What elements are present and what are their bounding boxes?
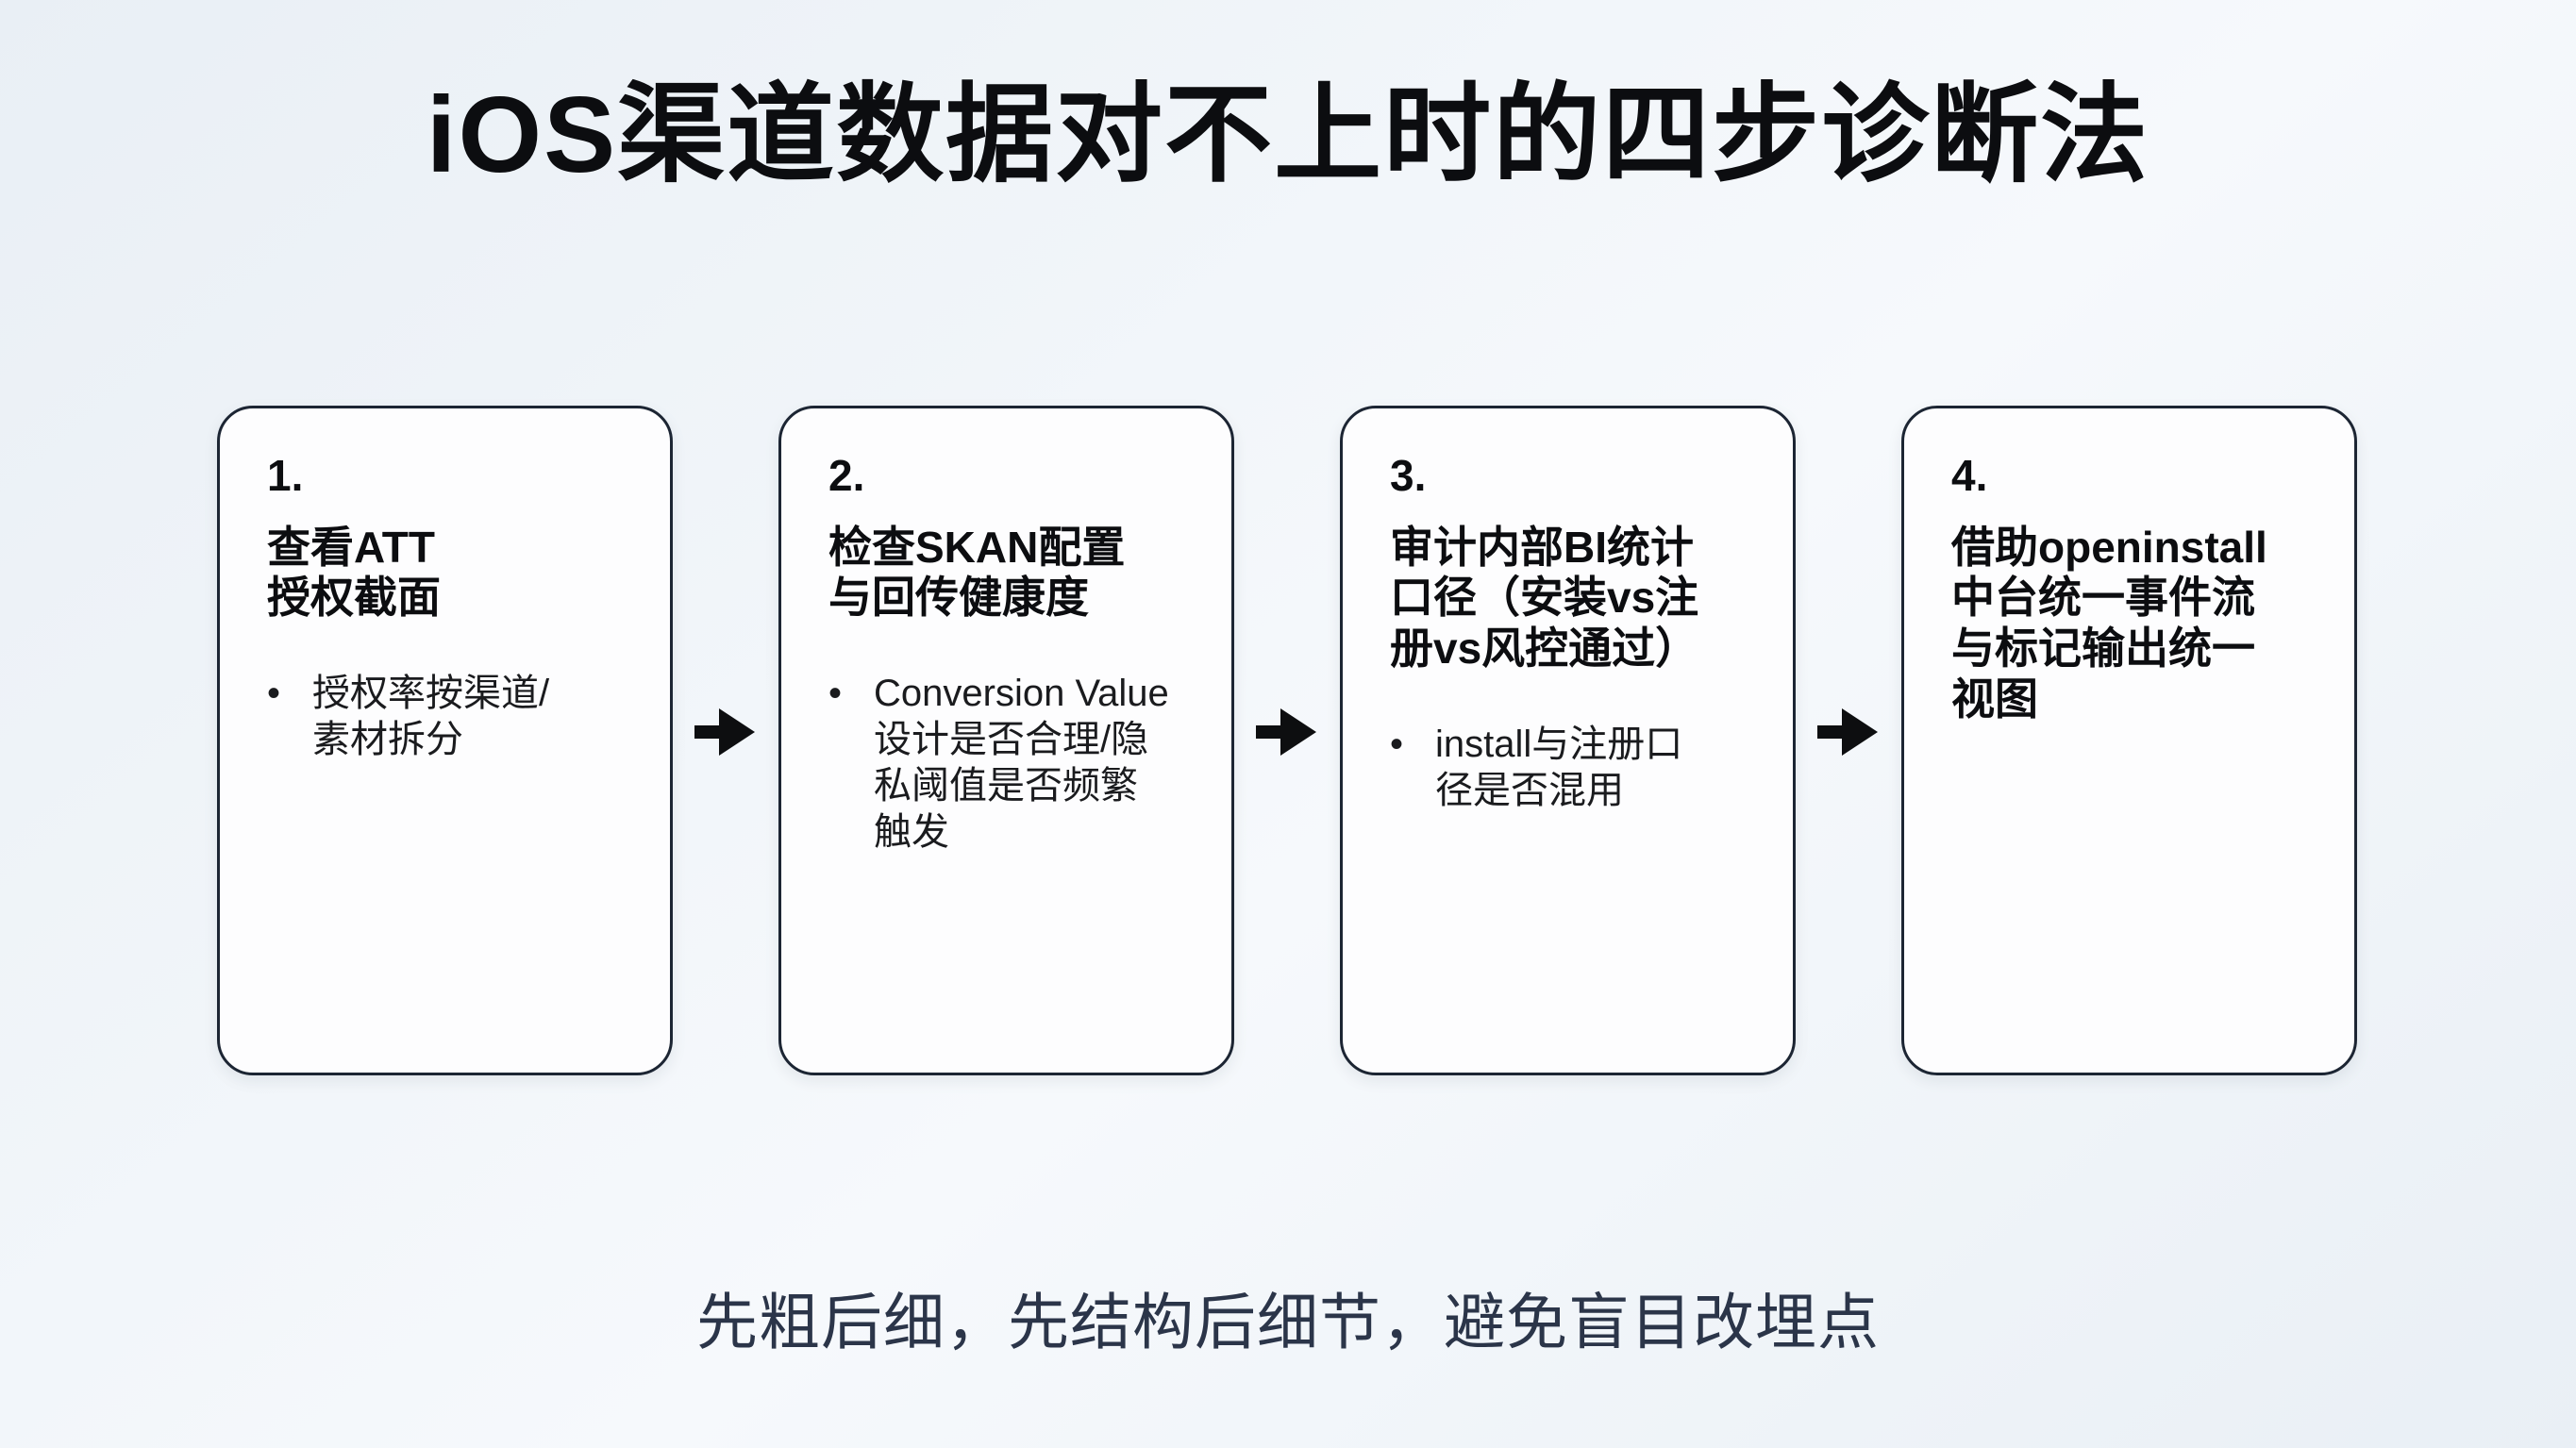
arrow-right-icon (694, 705, 757, 759)
step-bullets: • Conversion Value 设计是否合理/隐 私阈值是否频繁 触发 (828, 671, 1184, 855)
step-heading: 审计内部BI统计 口径（安装vs注 册vs风控通过） (1390, 522, 1699, 674)
step-bullets: • 授权率按渠道/ 素材拆分 (267, 671, 623, 763)
page-title: iOS渠道数据对不上时的四步诊断法 (426, 75, 2150, 195)
arrow-right-icon (1817, 705, 1880, 759)
bullet-marker: • (267, 673, 281, 715)
bullet-item: • install与注册口 径是否混用 (1390, 722, 1746, 814)
flow-diagram: 1. 查看ATT 授权截面 • 授权率按渠道/ 素材拆分 2. 检查SKAN配置 … (217, 406, 2357, 1075)
step-card: 2. 检查SKAN配置 与回传健康度 • Conversion Value 设计是… (778, 406, 1234, 1075)
bullet-text: 授权率按渠道/ 素材拆分 (312, 673, 550, 761)
bullet-item: • 授权率按渠道/ 素材拆分 (267, 671, 623, 763)
bullet-marker: • (1390, 724, 1404, 766)
step-card: 1. 查看ATT 授权截面 • 授权率按渠道/ 素材拆分 (217, 406, 673, 1075)
bullet-text: Conversion Value 设计是否合理/隐 私阈值是否频繁 触发 (874, 673, 1169, 853)
bullet-marker: • (828, 673, 843, 715)
step-heading: 借助openinstall 中台统一事件流 与标记输出统一 视图 (1951, 522, 2267, 724)
step-heading: 查看ATT 授权截面 (267, 522, 441, 623)
step-number: 3. (1390, 451, 1427, 500)
step-card: 4. 借助openinstall 中台统一事件流 与标记输出统一 视图 (1901, 406, 2357, 1075)
bullet-text: install与注册口 径是否混用 (1435, 724, 1683, 811)
step-number: 1. (267, 451, 304, 500)
bullet-item: • Conversion Value 设计是否合理/隐 私阈值是否频繁 触发 (828, 671, 1184, 855)
step-card: 3. 审计内部BI统计 口径（安装vs注 册vs风控通过） • install与注… (1340, 406, 1796, 1075)
footer-caption: 先粗后细，先结构后细节，避免盲目改埋点 (695, 1288, 1880, 1356)
step-number: 4. (1951, 451, 1988, 500)
step-heading: 检查SKAN配置 与回传健康度 (828, 522, 1126, 623)
step-bullets: • install与注册口 径是否混用 (1390, 722, 1746, 814)
step-number: 2. (828, 451, 865, 500)
arrow-right-icon (1256, 705, 1318, 759)
